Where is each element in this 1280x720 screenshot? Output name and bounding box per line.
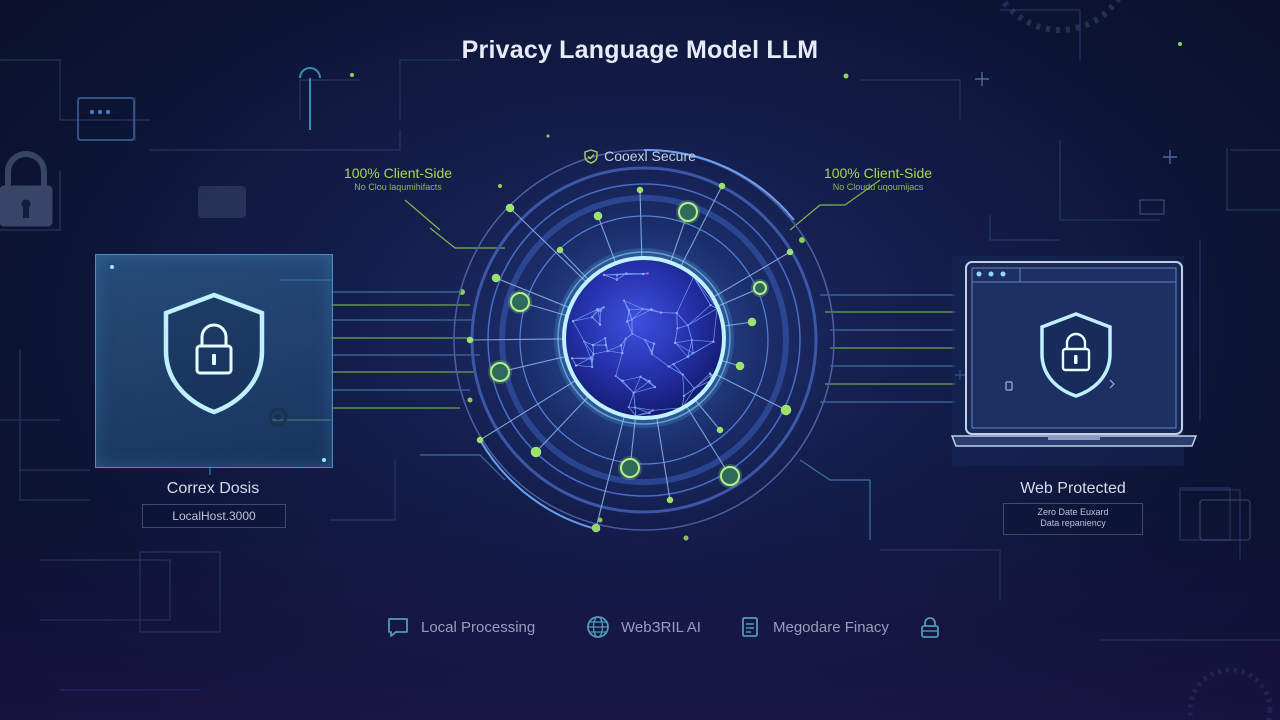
feature-privacy: Megodare Finacy — [737, 614, 889, 640]
feature-web-ai: WebЗRIL AI — [585, 614, 701, 640]
secure-badge: Cooexl Secure — [560, 148, 720, 164]
lock-icon — [917, 614, 943, 640]
shield-lock-icon — [110, 265, 326, 462]
feature-local-processing: Local Processing — [385, 614, 535, 640]
shield-check-icon — [584, 148, 598, 164]
local-device-label: Correx Dosis — [166, 480, 260, 497]
chat-bubble-icon — [385, 614, 411, 640]
left-note-subtitle: No Clou laqumihifacts — [354, 182, 442, 192]
feature-label: WebЗRIL AI — [621, 618, 701, 636]
laptop-shield-icon — [950, 256, 1198, 466]
web-device-info-line2: Data repaniency — [1040, 518, 1106, 528]
web-device-label: Web Protected — [1020, 480, 1126, 497]
globe-icon — [585, 614, 611, 640]
left-note-title: 100% Client-Side — [343, 165, 453, 181]
web-device-info: Zero Date Euxard Data repaniency — [1003, 503, 1143, 535]
document-icon — [737, 614, 763, 640]
feature-lock — [917, 614, 953, 640]
local-device-panel — [95, 254, 333, 468]
right-note-title: 100% Client-Side — [823, 165, 933, 181]
feature-label: Megodare Finacy — [773, 618, 889, 636]
secure-badge-label: Cooexl Secure — [604, 148, 696, 164]
page-title: Privacy Language Model LLM — [461, 36, 819, 64]
feature-label: Local Processing — [421, 618, 536, 636]
web-device-info-line1: Zero Date Euxard — [1037, 507, 1109, 517]
local-host-address: LocalHost.3000 — [142, 504, 286, 528]
right-note-subtitle: No Cloudu uqoumijacs — [832, 182, 924, 192]
